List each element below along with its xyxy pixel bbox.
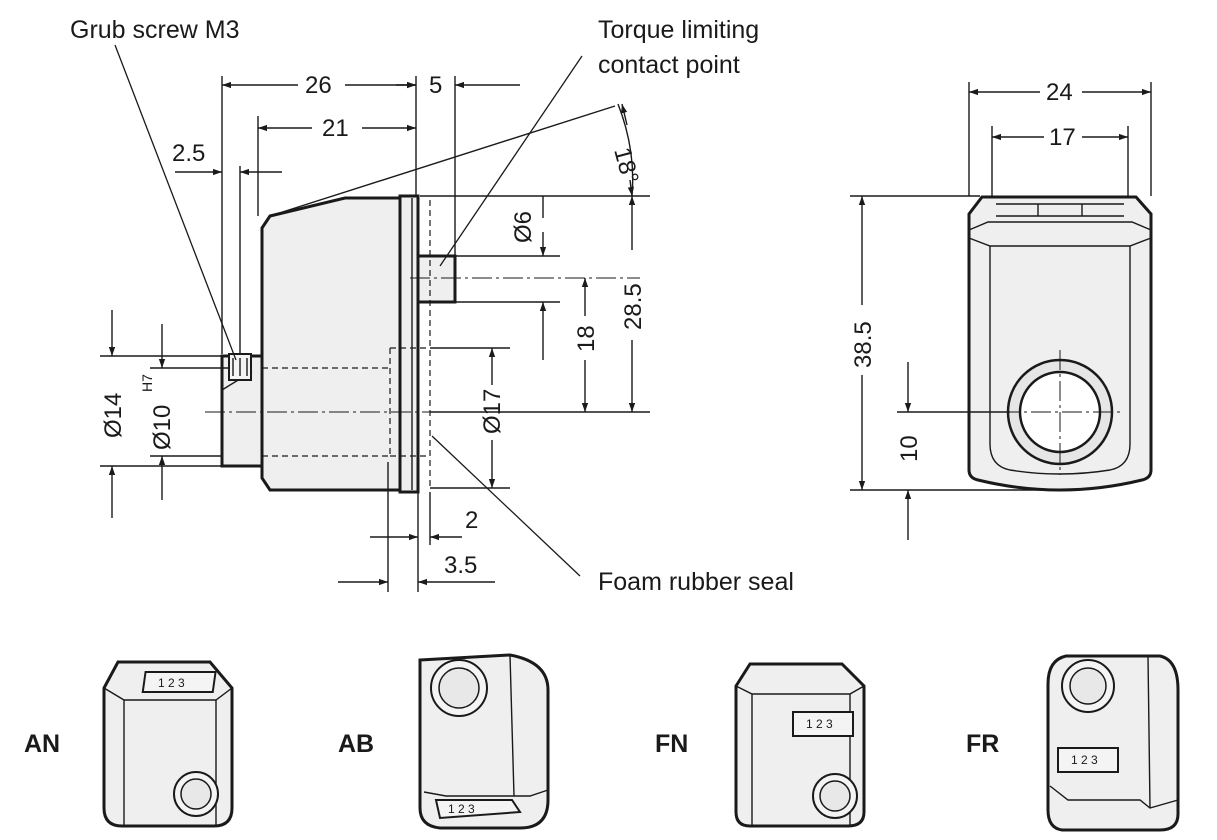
side-view-flange: [398, 194, 420, 494]
dim-24: 24: [1046, 79, 1073, 106]
side-view-body: [260, 196, 404, 492]
callout-grub-screw: Grub screw M3: [70, 16, 239, 44]
variant-digits: 1 2 3: [806, 717, 833, 731]
front-view: 24 17 38.5 10: [850, 79, 1153, 540]
tolerance-h7: H7: [139, 374, 155, 392]
dim-28-5: 28.5: [620, 283, 647, 330]
dim-angle-18: 18°: [608, 145, 643, 187]
dim-dia-6: Ø6: [510, 211, 537, 243]
dim-2-5: 2.5: [172, 140, 205, 167]
dim-17: 17: [1049, 124, 1076, 151]
variant-code: FR: [966, 730, 999, 758]
dim-38-5: 38.5: [850, 321, 877, 368]
torque-pin: [416, 254, 457, 304]
variant-ab: AB 1 2 3: [338, 653, 550, 830]
variant-digits: 1 2 3: [448, 802, 475, 816]
callout-torque-line2: contact point: [598, 51, 740, 79]
callout-torque-line1: Torque limiting: [598, 16, 759, 44]
dim-dia-17: Ø17: [479, 389, 506, 434]
dim-18: 18: [573, 325, 600, 352]
variant-fr: FR 1 2 3: [966, 654, 1180, 832]
variant-code: AN: [24, 730, 60, 758]
dim-dia-10: Ø10: [149, 405, 176, 450]
dim-5: 5: [429, 72, 442, 99]
variant-fn: FN 1 2 3: [655, 662, 866, 828]
variant-code: FN: [655, 730, 688, 758]
dim-3-5: 3.5: [444, 552, 477, 579]
dim-dia-14: Ø14: [100, 393, 127, 438]
dim-21: 21: [322, 115, 349, 142]
side-view: 26 5 21 2.5 18° Ø6 28.5 18 Ø17 Ø14 Ø10 H…: [70, 16, 794, 596]
dim-2: 2: [465, 507, 478, 534]
dim-10: 10: [896, 435, 923, 462]
variant-digits: 1 2 3: [158, 676, 185, 690]
dim-26: 26: [305, 72, 332, 99]
variant-code: AB: [338, 730, 374, 758]
variant-digits: 1 2 3: [1071, 753, 1098, 767]
callout-foam-seal: Foam rubber seal: [598, 568, 794, 596]
variant-an: AN 1 2 3: [24, 660, 234, 828]
